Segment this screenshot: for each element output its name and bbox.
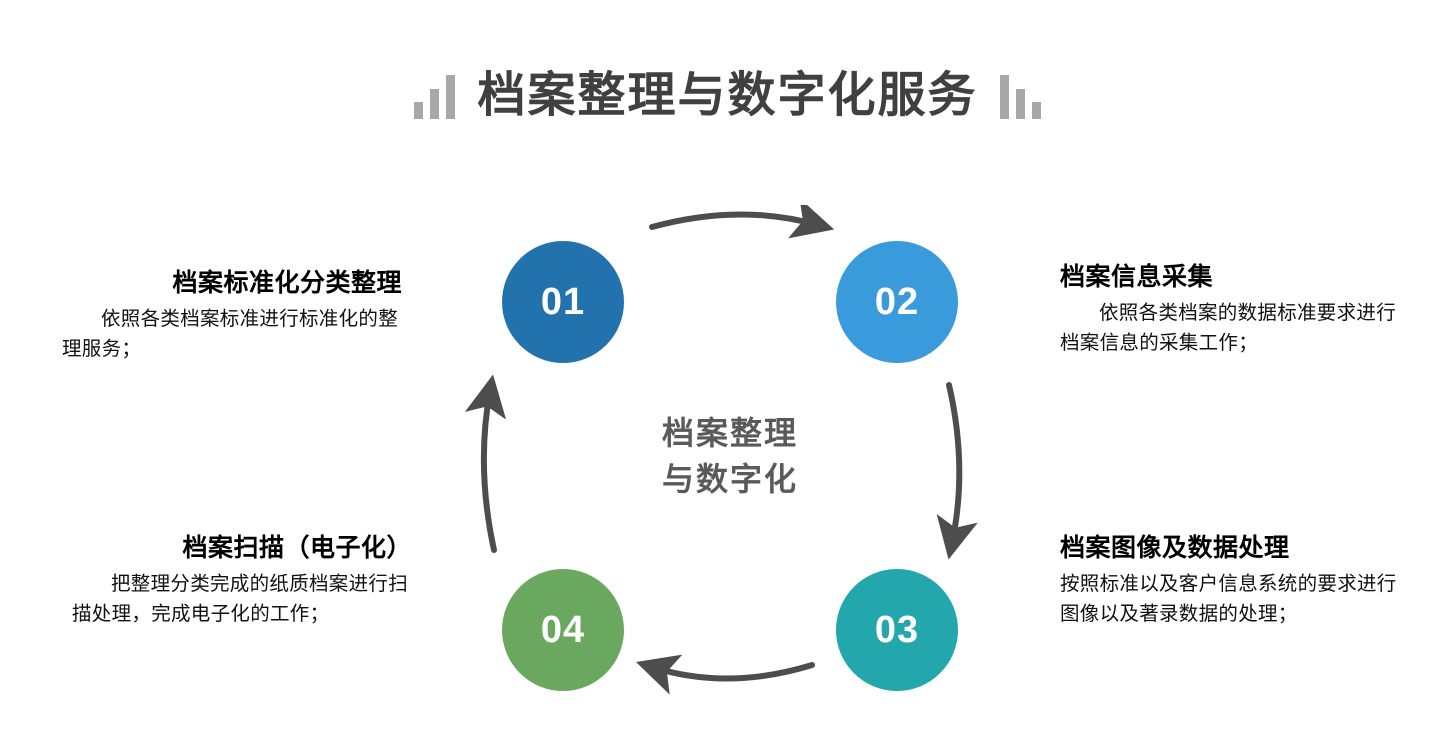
step-number-02: 02 [874, 280, 920, 323]
step-heading-04: 档案扫描（电子化） [182, 534, 412, 562]
step-number-03: 03 [874, 608, 920, 651]
step-heading-01: 档案标准化分类整理 [172, 269, 402, 297]
center-label-line2: 与数字化 [661, 461, 798, 498]
step-circle-01[interactable]: 01 [502, 241, 624, 363]
step-number-01: 01 [540, 280, 586, 323]
step-text-04: 档案扫描（电子化） 把整理分类完成的纸质档案进行扫描处理，完成电子化的工作； [72, 533, 412, 630]
step-text-02: 档案信息采集 依照各类档案的数据标准要求进行档案信息的采集工作； [1060, 262, 1410, 359]
step-body-03: 按照标准以及客户信息系统的要求进行图像以及著录数据的处理； [1060, 573, 1397, 625]
page-title-text: 档案整理与数字化服务 [477, 69, 978, 122]
step-heading-03: 档案图像及数据处理 [1060, 534, 1290, 562]
arrow-down-curved-icon [936, 382, 978, 560]
cycle-diagram: 01 02 03 04 档案整理 与数字化 [440, 205, 1020, 735]
arrow-up-curved-icon [464, 374, 507, 553]
page-title: 档案整理与数字化服务 [0, 72, 1455, 120]
step-circle-04[interactable]: 04 [502, 569, 624, 691]
center-label-line1: 档案整理 [661, 415, 798, 451]
cycle-arrows [464, 205, 978, 695]
step-number-04: 04 [540, 608, 586, 651]
step-text-01: 档案标准化分类整理 依照各类档案标准进行标准化的整理服务； [62, 268, 402, 365]
step-text-03: 档案图像及数据处理 按照标准以及客户信息系统的要求进行图像以及著录数据的处理； [1060, 533, 1410, 630]
step-body-02: 依照各类档案的数据标准要求进行档案信息的采集工作； [1060, 302, 1397, 354]
center-label: 档案整理 与数字化 [580, 410, 880, 503]
step-body-01: 依照各类档案标准进行标准化的整理服务； [62, 308, 399, 360]
descending-bars-icon [999, 73, 1041, 119]
arrow-right-curved-icon [649, 205, 835, 239]
step-circle-03[interactable]: 03 [836, 569, 958, 691]
step-heading-02: 档案信息采集 [1060, 263, 1214, 291]
arrow-left-curved-icon [635, 654, 815, 695]
step-body-04: 把整理分类完成的纸质档案进行扫描处理，完成电子化的工作； [72, 573, 409, 625]
ascending-bars-icon [414, 73, 456, 119]
step-circle-02[interactable]: 02 [836, 241, 958, 363]
